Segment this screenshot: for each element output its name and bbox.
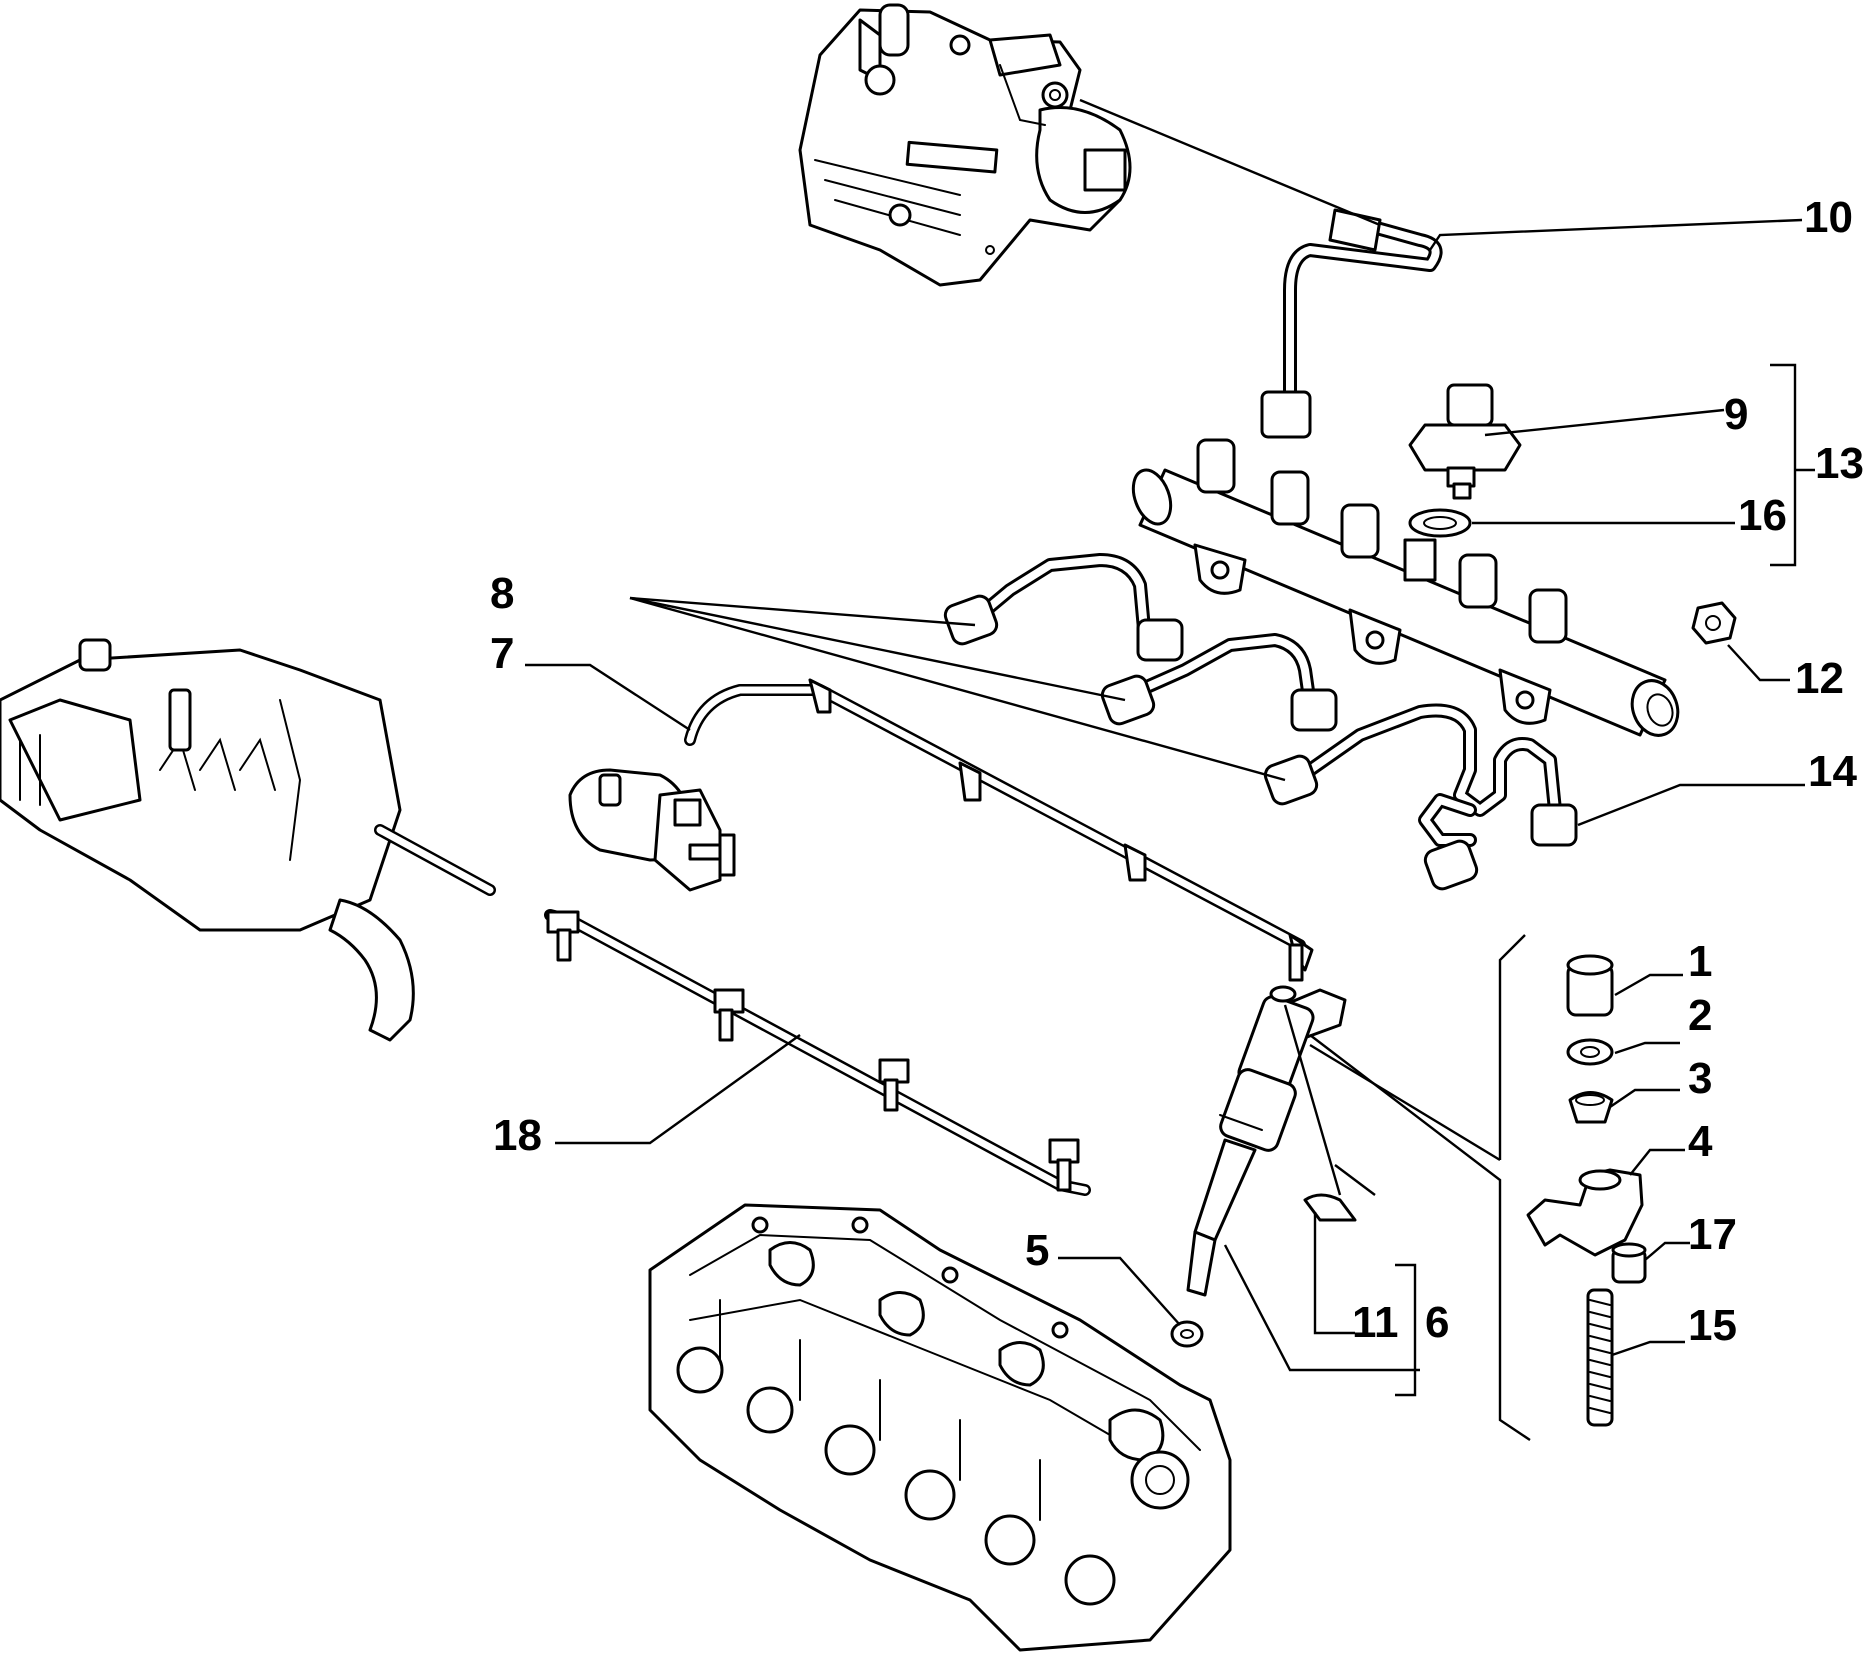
egr-valve bbox=[568, 768, 736, 892]
common-rail bbox=[1131, 438, 1680, 737]
callout-16: 16 bbox=[1738, 491, 1787, 540]
spacer-1 bbox=[1566, 954, 1614, 1017]
callout-10: 10 bbox=[1804, 193, 1853, 242]
bracket-13 bbox=[1770, 363, 1815, 567]
pressure-sensor-9 bbox=[1408, 383, 1522, 500]
callout-4: 4 bbox=[1688, 1117, 1713, 1166]
clamp-4 bbox=[1526, 1168, 1644, 1257]
nut-12 bbox=[1691, 601, 1737, 645]
egr-manifold bbox=[0, 638, 496, 1042]
washer-16 bbox=[1408, 508, 1472, 538]
return-hose-7 bbox=[684, 678, 1314, 982]
callout-3: 3 bbox=[1688, 1054, 1712, 1103]
callout-7: 7 bbox=[490, 629, 514, 678]
callout-15: 15 bbox=[1688, 1301, 1737, 1350]
callout-14: 14 bbox=[1808, 747, 1857, 796]
callout-5: 5 bbox=[1025, 1226, 1049, 1275]
callout-13: 13 bbox=[1815, 439, 1864, 488]
leader-lines bbox=[525, 98, 1805, 1441]
nut-17 bbox=[1611, 1242, 1647, 1284]
bracket-6 bbox=[1395, 1263, 1417, 1397]
clip-11 bbox=[1303, 1193, 1357, 1222]
callout-6: 6 bbox=[1425, 1298, 1449, 1347]
washer-5 bbox=[1170, 1320, 1204, 1348]
callout-17: 17 bbox=[1688, 1210, 1737, 1259]
injector-6 bbox=[1186, 985, 1347, 1297]
callout-8: 8 bbox=[490, 569, 514, 618]
callout-2: 2 bbox=[1688, 991, 1712, 1040]
washer-2 bbox=[1566, 1038, 1614, 1066]
stud-15 bbox=[1586, 1288, 1614, 1427]
injector-pipes-8 bbox=[943, 553, 1578, 891]
cylinder-head bbox=[648, 1203, 1232, 1652]
return-hose-18 bbox=[544, 909, 1091, 1196]
callout-1: 1 bbox=[1688, 937, 1712, 986]
spherical-washer-3 bbox=[1568, 1091, 1614, 1124]
callout-12: 12 bbox=[1795, 654, 1844, 703]
callout-9: 9 bbox=[1724, 390, 1748, 439]
callout-labels: 1 2 3 4 5 6 7 8 9 10 11 12 13 14 15 16 1… bbox=[490, 193, 1864, 1350]
fuel-pump bbox=[798, 3, 1132, 287]
callout-18: 18 bbox=[493, 1111, 542, 1160]
pipe-10 bbox=[1260, 208, 1443, 439]
callout-11: 11 bbox=[1352, 1298, 1399, 1347]
